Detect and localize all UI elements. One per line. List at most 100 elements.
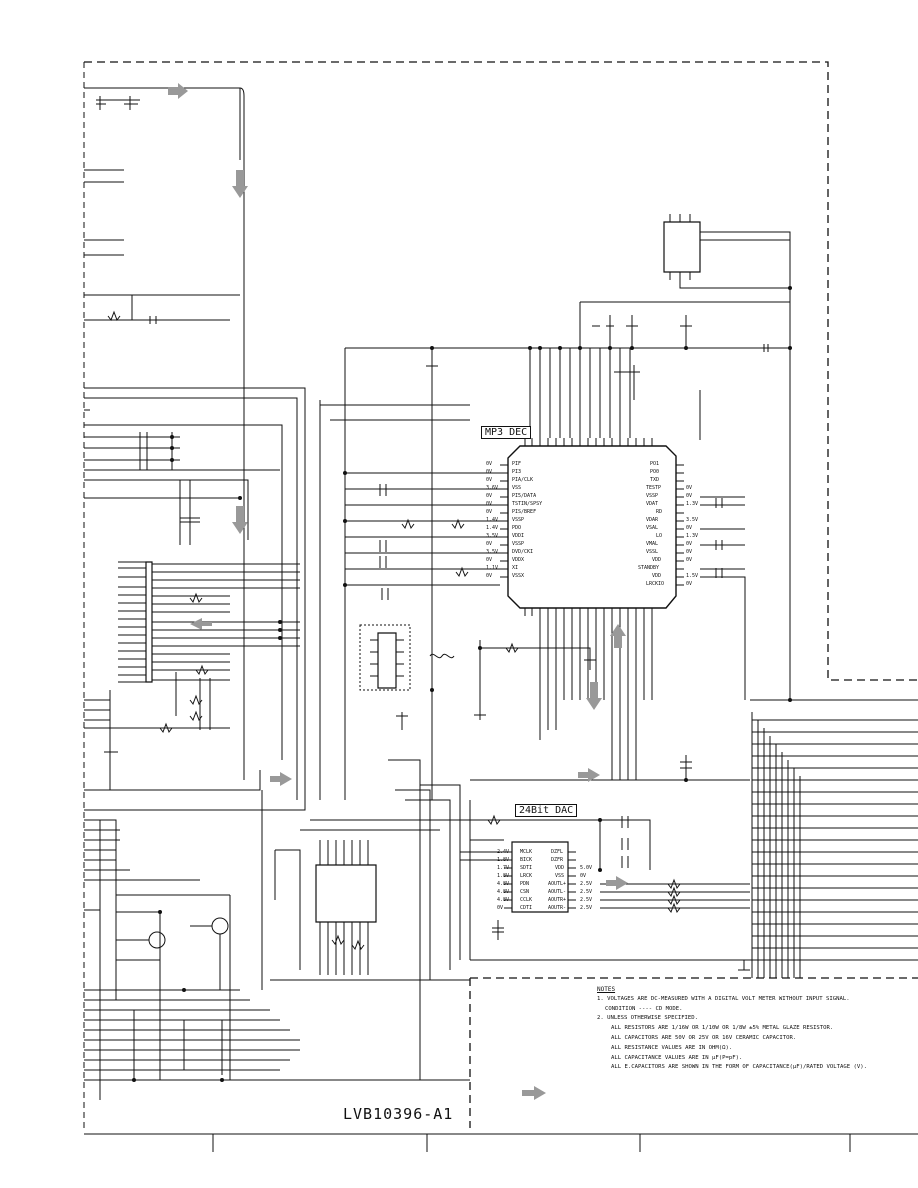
mp3-pin-label: PI3 <box>512 469 522 475</box>
board-outline-dashed <box>84 61 918 681</box>
dac-pin-label: DZFL <box>551 849 564 855</box>
dac-voltage: 1.7V <box>497 865 510 871</box>
title-block <box>84 1133 918 1152</box>
mp3-voltage: 0V <box>686 493 693 499</box>
mp3-pin-label: RD <box>656 509 663 515</box>
mp3-pin-label: VDAR <box>646 517 659 523</box>
mp3-voltage: 1.4V <box>486 525 499 531</box>
dac-pin-label: CCLK <box>520 897 533 903</box>
opamp-ic-body <box>315 864 377 923</box>
dac-pin-label: SDTI <box>520 865 533 871</box>
eeprom-ic-body <box>377 632 397 689</box>
mp3-voltage: 0V <box>686 581 693 587</box>
mp3-pin-label: VDD <box>652 557 662 563</box>
mp3-pin-label: VDAT <box>646 501 659 507</box>
dac-pin-label: MCLK <box>520 849 533 855</box>
dac-voltage: 4.8V <box>497 889 510 895</box>
mp3-voltage: 0V <box>486 573 493 579</box>
mp3-pin-label: VSSP <box>512 517 525 523</box>
mp3-pin-label: PI5/DATA <box>512 493 537 499</box>
mp3-voltage: 0V <box>486 501 493 507</box>
dac-24bit-title: 24Bit DAC <box>515 804 578 817</box>
dac-pin-label: CSN <box>520 889 530 895</box>
dac-voltage: 2.5V <box>580 905 593 911</box>
mp3-pin-label: TXD <box>650 477 660 483</box>
dac-pin-label: LRCK <box>520 873 533 879</box>
mp3-pin-label: TESTP <box>646 485 662 491</box>
signal-arrows <box>168 83 628 1100</box>
dac-pin-label: CDTI <box>520 905 533 911</box>
junction-dots <box>132 286 792 1082</box>
mp3-voltage: 0V <box>686 549 693 555</box>
notes-line: ALL E.CAPACITORS ARE SHOWN IN THE FORM O… <box>611 1064 867 1071</box>
mp3-pin-label: PIF <box>512 461 522 467</box>
mp3-pin-label: VDD <box>652 573 662 579</box>
dac-voltage: 5.0V <box>580 865 593 871</box>
notes-line: ALL CAPACITANCE VALUES ARE IN μF(P=pF). <box>611 1054 743 1061</box>
mp3-pin-label: PIA/CLK <box>512 477 534 483</box>
mp3-pin-label: LO <box>656 533 663 539</box>
dac-voltage: 4.8V <box>497 881 510 887</box>
mp3-pin-label: STANDBY <box>638 565 660 571</box>
dac-voltage: 4.8V <box>497 897 510 903</box>
mp3-pin-label: VSSX <box>512 573 525 579</box>
mp3-pin-label: VSSL <box>646 549 659 555</box>
mp3-voltage: 1.5V <box>686 573 699 579</box>
dac-pin-label: AOUTL+ <box>548 881 567 887</box>
mp3-pin-label: XI <box>512 565 519 571</box>
left-ic-body <box>145 561 153 683</box>
mp3-voltage: 0V <box>686 541 693 547</box>
mp3-pin-label: VDDX <box>512 557 525 563</box>
board-outline-dashed-lower <box>469 977 918 1128</box>
dac-pin-label: BICK <box>520 857 533 863</box>
mp3-voltage: 1.1V <box>486 565 499 571</box>
mp3-voltage: 0V <box>686 557 693 563</box>
notes-block: NOTES 1. VOLTAGES ARE DC-MEASURED WITH A… <box>597 985 897 1073</box>
mp3-voltage: 3.5V <box>486 533 499 539</box>
notes-line: 1. VOLTAGES ARE DC-MEASURED WITH A DIGIT… <box>597 995 850 1002</box>
mp3-voltage: 0V <box>486 541 493 547</box>
drawing-code: LVB10396-A1 <box>343 1105 454 1123</box>
mp3-voltage: 0V <box>486 469 493 475</box>
osc-ic-body <box>663 221 701 273</box>
mp3-voltage: 0V <box>486 477 493 483</box>
dac-pin-label: DZFR <box>551 857 564 863</box>
notes-line: 2. UNLESS OTHERWISE SPECIFIED. <box>597 1015 699 1022</box>
mp3-pin-label: DVD/CKI <box>512 549 534 555</box>
mp3-pin-label: PO0 <box>650 469 660 475</box>
notes-line: ALL RESISTANCE VALUES ARE IN OHM(Ω). <box>611 1044 733 1051</box>
mp3-voltage: 0V <box>486 557 493 563</box>
dac-pin-label: AOUTR- <box>548 905 567 911</box>
dac-pin-label: PDN <box>520 881 530 887</box>
dac-voltage: 2.4V <box>497 849 510 855</box>
mp3-pin-label: VMAL <box>646 541 659 547</box>
notes-line: ALL CAPACITORS ARE 50V OR 25V OR 16V CER… <box>611 1034 797 1041</box>
mp3-voltage: 0V <box>486 493 493 499</box>
notes-heading: NOTES <box>597 986 616 993</box>
mp3-dec-title: MP3 DEC <box>481 426 532 439</box>
mp3-voltage: 3.6V <box>486 485 499 491</box>
mp3-voltage: 1.3V <box>686 501 699 507</box>
dac-voltage: 0V <box>580 873 587 879</box>
mp3-pin-label: VSS <box>512 485 522 491</box>
dac-pin-label: VDD <box>555 865 565 871</box>
mp3-voltage: 1.3V <box>686 533 699 539</box>
mp3-pin-label: VSAL <box>646 525 659 531</box>
notes-line: ALL RESISTORS ARE 1/16W OR 1/10W OR 1/8W… <box>611 1025 834 1032</box>
dac-voltage: 0V <box>497 905 504 911</box>
mp3-pin-label: VSSP <box>512 541 525 547</box>
mp3-voltage: 1.4V <box>486 517 499 523</box>
dac-pin-label: AOUTR+ <box>548 897 567 903</box>
mp3-pin-label: PIS/BREF <box>512 509 537 515</box>
dac-pin-label: AOUTL- <box>548 889 567 895</box>
notes-line: CONDITION ---- CD MODE. <box>605 1005 683 1012</box>
dac-voltage: 2.5V <box>580 881 593 887</box>
mp3-pin-label: PO1 <box>650 461 660 467</box>
dac-pin-label: VSS <box>555 873 565 879</box>
mp3-voltage: 0V <box>486 509 493 515</box>
mp3-voltage: 0V <box>686 485 693 491</box>
dac-ic-body <box>511 841 569 913</box>
dac-voltage: 1.8V <box>497 873 510 879</box>
dac-voltage: 1.8V <box>497 857 510 863</box>
mp3-voltage: 3.5V <box>486 549 499 555</box>
